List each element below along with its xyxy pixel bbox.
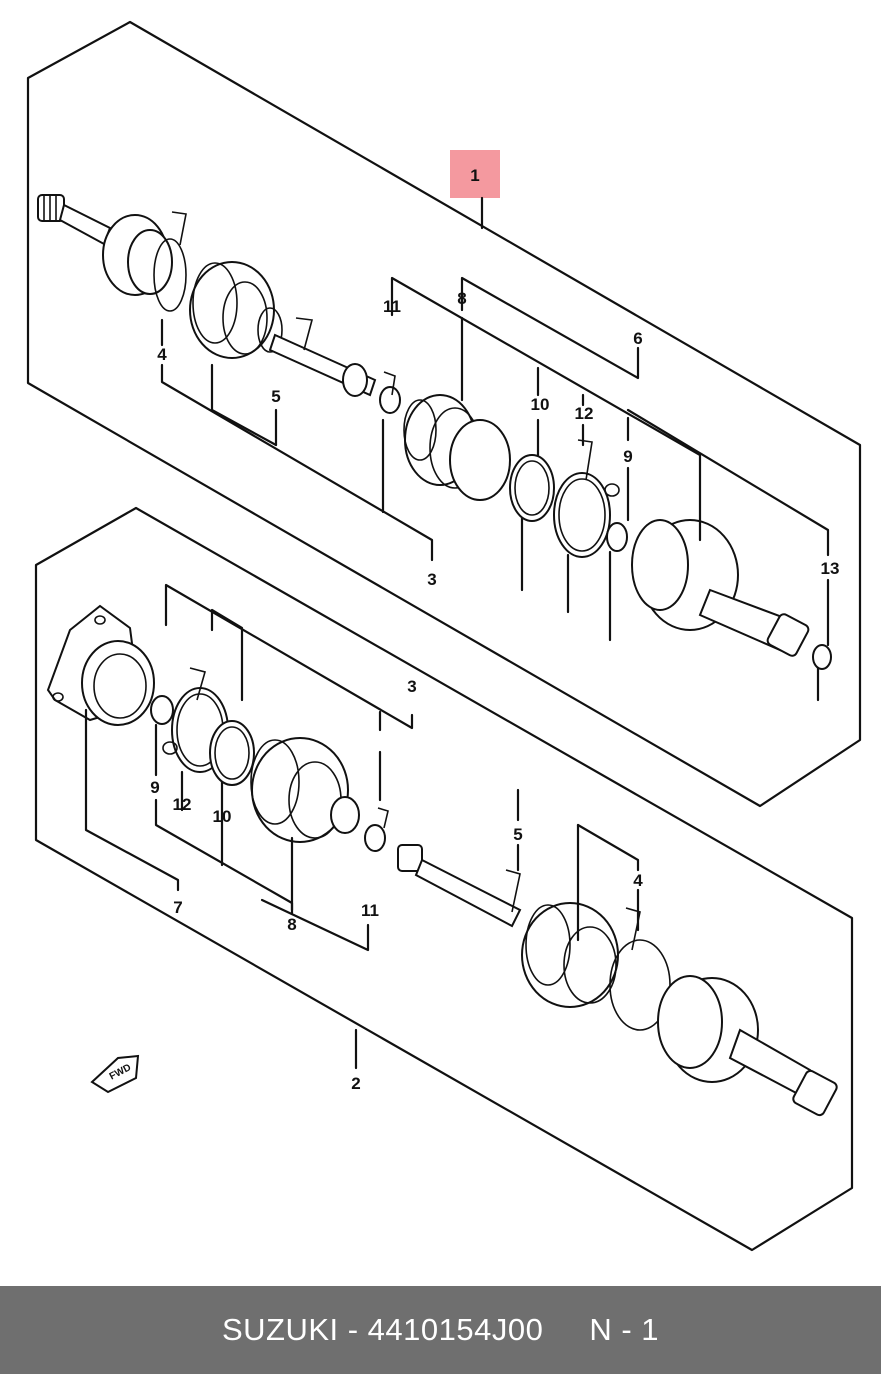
bracket-lower-4b	[576, 823, 640, 872]
part-code: SUZUKI - 4410154J00	[221, 1312, 544, 1347]
callout-upper-11[interactable]: 11	[383, 297, 401, 316]
bracket-upper-13	[626, 408, 830, 557]
ring-upper-9	[606, 522, 628, 552]
upper-drive-shaft-assembly: 1	[26, 20, 862, 808]
ring-lower-10	[209, 720, 255, 786]
inner-joint-housing-lower	[46, 604, 155, 726]
circlip-13	[812, 644, 832, 670]
boot-upper-right	[403, 394, 511, 501]
outer-joint-left	[37, 194, 173, 296]
callout-upper-10[interactable]: 10	[531, 395, 550, 414]
bracket-upper-8	[390, 276, 702, 542]
inner-joint-housing	[631, 519, 810, 657]
shaft-upper	[268, 317, 377, 397]
callout-2[interactable]: 2	[351, 1074, 360, 1093]
boot-band-upper-left	[153, 211, 187, 312]
callout-lower-5[interactable]: 5	[513, 825, 522, 844]
callout-upper-6[interactable]: 6	[633, 329, 642, 348]
callout-lower-10[interactable]: 10	[213, 807, 232, 826]
bracket-upper-3	[160, 363, 434, 562]
callout-upper-9[interactable]: 9	[623, 447, 632, 466]
bracket-upper-6	[460, 276, 640, 380]
bracket-lower-11b	[260, 898, 370, 952]
position-code: N - 1	[589, 1312, 660, 1347]
callout-lower-9[interactable]: 9	[150, 778, 159, 797]
callout-lower-11[interactable]: 11	[361, 901, 379, 920]
callout-upper-4[interactable]: 4	[157, 345, 167, 364]
boot-lower-left	[250, 737, 360, 843]
callout-lower-8[interactable]: 8	[287, 915, 296, 934]
callout-lower-7[interactable]: 7	[173, 898, 182, 917]
bracket-lower-3	[164, 583, 414, 730]
bracket-lower-12-10	[210, 608, 244, 702]
boot-lower-right	[521, 902, 619, 1008]
callout-lower-3[interactable]: 3	[407, 677, 416, 696]
callout-lower-4[interactable]: 4	[633, 871, 643, 890]
ring-upper-10	[509, 454, 555, 522]
bracket-upper-5	[210, 363, 278, 447]
callout-1-highlight	[450, 150, 500, 198]
outer-joint-right	[657, 975, 838, 1117]
ring-upper-10-inner	[514, 460, 550, 516]
ring-lower-9	[150, 695, 174, 725]
circlip-upper	[379, 371, 401, 414]
exploded-parts-diagram: 1	[26, 20, 862, 1252]
callout-upper-12[interactable]: 12	[575, 404, 594, 423]
boot-upper-left	[189, 261, 283, 359]
callout-upper-13[interactable]: 13	[821, 559, 840, 578]
part-number-footer: SUZUKI - 4410154J00 N - 1	[0, 1286, 881, 1374]
lower-drive-shaft-assembly: FWD 3 9 12 10 7 8 11 5 4 2	[34, 506, 854, 1252]
callout-upper-3[interactable]: 3	[427, 570, 436, 589]
callout-upper-5[interactable]: 5	[271, 387, 280, 406]
shaft-lower	[397, 844, 522, 928]
callout-lower-12[interactable]: 12	[173, 795, 192, 814]
ring-lower-10-inner	[214, 726, 250, 780]
lower-assembly-frame	[34, 506, 854, 1252]
upper-assembly-frame	[26, 20, 862, 808]
callout-1[interactable]: 1	[470, 166, 479, 185]
bracket-lower-7	[84, 708, 180, 892]
fwd-arrow-icon: FWD	[90, 1054, 140, 1094]
callout-upper-8[interactable]: 8	[457, 289, 466, 308]
circlip-lower	[364, 807, 389, 852]
